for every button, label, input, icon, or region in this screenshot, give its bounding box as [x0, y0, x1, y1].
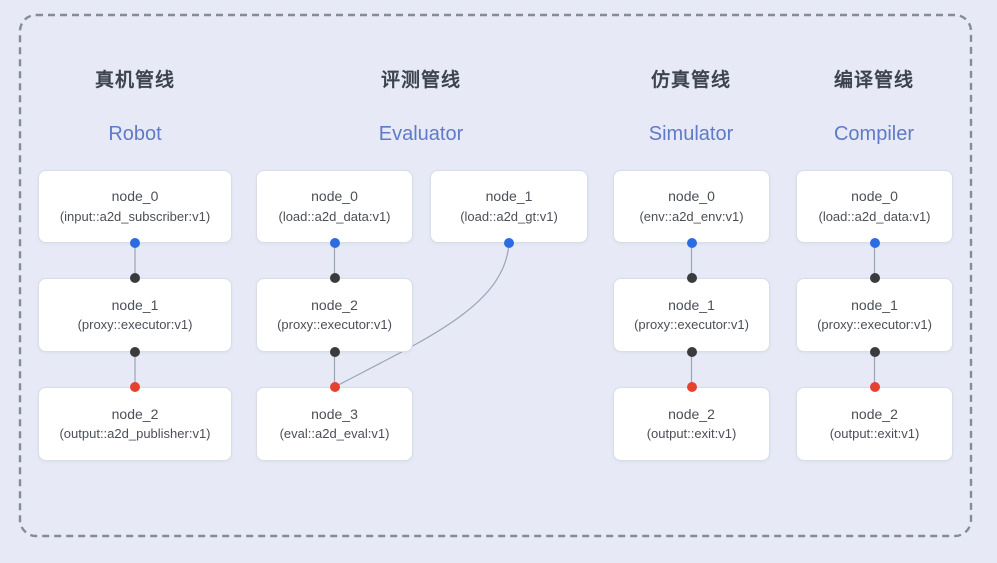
pipeline-title-zh-evaluator: 评测管线: [380, 70, 462, 91]
simulator-node_0-name: node_0: [668, 188, 715, 205]
simulator-node_1-top-port-black[interactable]: [686, 273, 697, 283]
robot-node_1-name: node_1: [111, 296, 159, 313]
simulator-node_0[interactable]: node_0(env::a2d_env:v1): [613, 170, 770, 243]
simulator-node_1-type: (proxy::executor:v1): [634, 317, 749, 333]
simulator-node_0-type: (env::a2d_env:v1): [639, 208, 744, 224]
evaluator-node_3[interactable]: node_3(eval::a2d_eval:v1): [256, 387, 413, 461]
pipeline-title-en-simulator: Simulator: [648, 123, 734, 145]
evaluator-node_3-type: (eval::a2d_eval:v1): [279, 426, 390, 442]
simulator-node_2[interactable]: node_2(output::exit:v1): [613, 387, 770, 461]
robot-node_2[interactable]: node_2(output::a2d_publisher:v1): [38, 387, 232, 461]
simulator-node_1-bottom-port-black[interactable]: [686, 347, 697, 357]
evaluator-node_2-name: node_2: [311, 296, 358, 313]
compiler-node_0-bottom-port-blue[interactable]: [869, 238, 880, 248]
compiler-node_2-type: (output::exit:v1): [829, 426, 920, 442]
evaluator-node_3-name: node_3: [311, 405, 358, 422]
robot-node_1-bottom-port-black[interactable]: [130, 347, 140, 357]
robot-node_2-name: node_2: [111, 405, 159, 422]
evaluator-node_1[interactable]: node_1(load::a2d_gt:v1): [430, 170, 588, 243]
simulator-node_0-bottom-port-blue[interactable]: [686, 238, 697, 248]
robot-node_2-top-port-red[interactable]: [130, 382, 140, 392]
dashed-frame: [18, 13, 973, 538]
compiler-node_0-type: (load::a2d_data:v1): [818, 208, 931, 224]
evaluator-node_0-type: (load::a2d_data:v1): [278, 208, 391, 224]
evaluator-node_0-name: node_0: [311, 188, 358, 205]
evaluator-node_2-type: (proxy::executor:v1): [277, 317, 392, 333]
simulator-node_1-name: node_1: [668, 296, 715, 313]
pipeline-title-zh-simulator: 仿真管线: [650, 70, 732, 91]
robot-node_0-type: (input::a2d_subscriber:v1): [59, 208, 211, 224]
robot-node_2-type: (output::a2d_publisher:v1): [59, 426, 211, 442]
compiler-node_2-top-port-red[interactable]: [869, 382, 880, 392]
compiler-node_2[interactable]: node_2(output::exit:v1): [796, 387, 953, 461]
simulator-node_2-type: (output::exit:v1): [646, 426, 737, 442]
robot-node_0-bottom-port-blue[interactable]: [130, 238, 140, 248]
evaluator-node_2-bottom-port-black[interactable]: [329, 347, 340, 357]
evaluator-node_0[interactable]: node_0(load::a2d_data:v1): [256, 170, 413, 243]
compiler-node_0[interactable]: node_0(load::a2d_data:v1): [796, 170, 953, 243]
simulator-node_1[interactable]: node_1(proxy::executor:v1): [613, 278, 770, 352]
compiler-node_1-top-port-black[interactable]: [869, 273, 880, 283]
compiler-node_1-type: (proxy::executor:v1): [817, 317, 932, 333]
evaluator-node_2-top-port-black[interactable]: [329, 273, 340, 283]
compiler-node_1[interactable]: node_1(proxy::executor:v1): [796, 278, 953, 352]
robot-node_0-name: node_0: [111, 188, 159, 205]
edge-evaluator-node_1-to-node_3: [334, 242, 510, 388]
pipeline-title-zh-compiler: 编译管线: [833, 70, 915, 91]
robot-node_1[interactable]: node_1(proxy::executor:v1): [38, 278, 232, 352]
simulator-node_2-name: node_2: [668, 405, 715, 422]
compiler-node_1-bottom-port-black[interactable]: [869, 347, 880, 357]
evaluator-node_1-name: node_1: [485, 188, 533, 205]
robot-node_0[interactable]: node_0(input::a2d_subscriber:v1): [38, 170, 232, 243]
evaluator-node_3-top-port-red[interactable]: [329, 382, 340, 392]
robot-node_1-type: (proxy::executor:v1): [77, 317, 193, 333]
evaluator-node_0-bottom-port-blue[interactable]: [329, 238, 340, 248]
pipeline-title-en-compiler: Compiler: [833, 123, 915, 145]
evaluator-node_1-type: (load::a2d_gt:v1): [460, 208, 558, 224]
compiler-node_1-name: node_1: [851, 296, 898, 313]
compiler-node_0-name: node_0: [851, 188, 898, 205]
pipeline-title-zh-robot: 真机管线: [94, 70, 176, 91]
pipeline-title-en-robot: Robot: [108, 123, 162, 145]
compiler-node_2-name: node_2: [851, 405, 898, 422]
pipeline-title-en-evaluator: Evaluator: [378, 123, 464, 145]
simulator-node_2-top-port-red[interactable]: [686, 382, 697, 392]
evaluator-node_2[interactable]: node_2(proxy::executor:v1): [256, 278, 413, 352]
evaluator-node_1-bottom-port-blue[interactable]: [504, 238, 514, 248]
robot-node_1-top-port-black[interactable]: [130, 273, 140, 283]
